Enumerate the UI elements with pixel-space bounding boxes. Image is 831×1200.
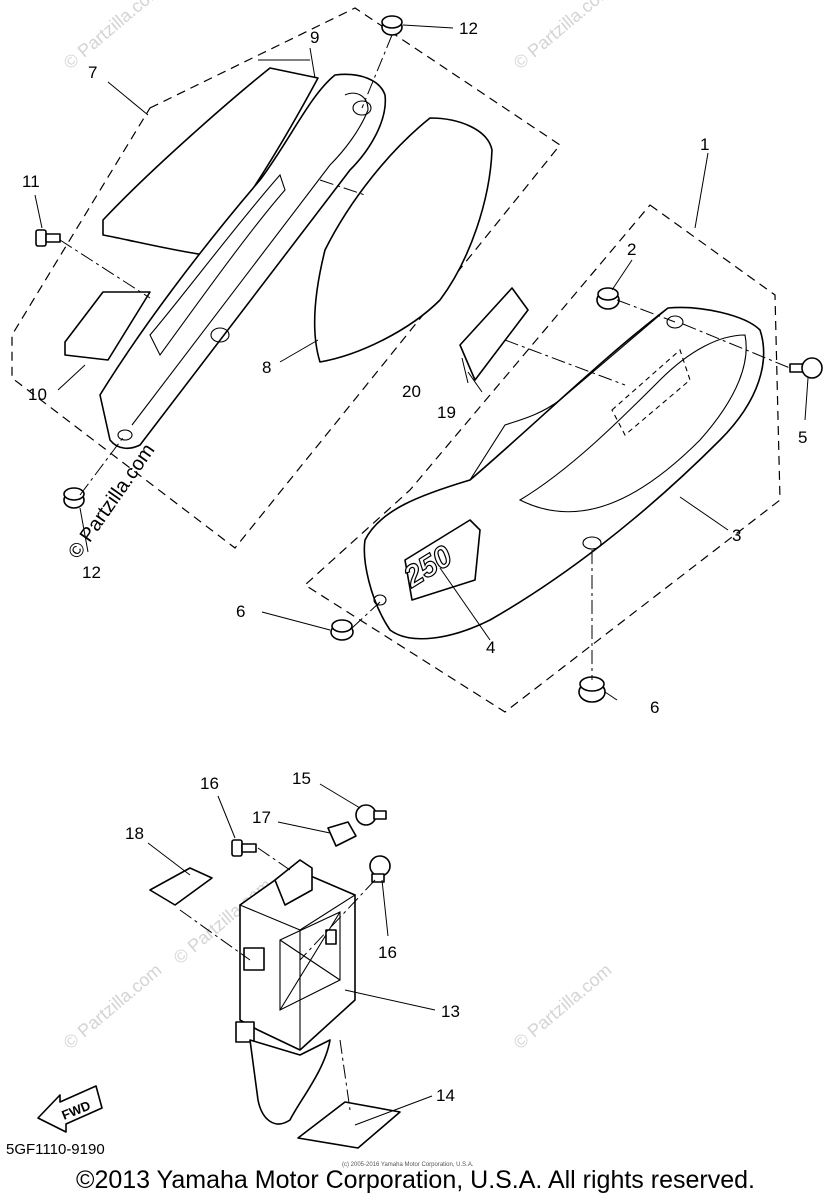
right-cover-assembly: 250	[304, 204, 823, 713]
callout-12-top: 12	[459, 19, 478, 38]
callout-15: 15	[292, 769, 311, 788]
grommet-12-top	[381, 15, 403, 36]
left-assembly-boundary	[11, 7, 561, 549]
bolt-5	[789, 357, 823, 379]
left-cover-assembly	[11, 7, 561, 549]
callout-7: 7	[88, 63, 97, 82]
forward-arrow: FWD	[37, 1085, 103, 1133]
decal-18	[149, 867, 213, 906]
callout-14: 14	[436, 1086, 455, 1105]
side-panel-8	[313, 117, 493, 363]
callout-6-left: 6	[236, 602, 245, 621]
decal-19-dashed	[611, 349, 691, 436]
callout-12-bottom: 12	[82, 563, 101, 582]
callout-numbers: 1 2 3 4 5 6 6 7 8 9 10 11 12 12 13 14 15…	[22, 19, 807, 1105]
decal-10	[64, 291, 151, 361]
bolt-15	[355, 804, 387, 826]
decal-20	[459, 287, 529, 381]
grommet-2	[596, 287, 620, 310]
bolt-16-left	[231, 839, 257, 857]
callout-8: 8	[262, 358, 271, 377]
decal-9	[102, 67, 319, 256]
callout-10: 10	[28, 385, 47, 404]
decal-14	[297, 1101, 401, 1149]
grommet-6-bottom	[578, 676, 606, 703]
callout-4: 4	[486, 638, 495, 657]
bracket-13	[235, 859, 357, 1051]
grommet-6-left	[330, 619, 354, 641]
diagram-code: 5GF1110-9190	[6, 1141, 105, 1158]
callout-11: 11	[22, 172, 40, 191]
clip-17	[327, 821, 357, 847]
copyright: ©2013 Yamaha Motor Corporation, U.S.A. A…	[76, 1166, 755, 1194]
callout-6-bottom: 6	[650, 698, 659, 717]
callout-13: 13	[441, 1002, 460, 1021]
watermark-top-right: © Partzilla.com	[510, 0, 616, 73]
watermark-low-left: © Partzilla.com	[60, 960, 166, 1053]
watermark-top-left: © Partzilla.com	[60, 0, 166, 73]
watermark-low-right: © Partzilla.com	[510, 960, 616, 1053]
lower-guard	[249, 1039, 331, 1125]
callout-3: 3	[732, 526, 741, 545]
callout-16-left: 16	[200, 774, 219, 793]
callout-19: 19	[437, 403, 456, 422]
copyright-small: (c) 2005-2016 Yamaha Motor Corporation, …	[342, 1162, 474, 1168]
right-assembly-boundary	[304, 204, 781, 713]
callout-1: 1	[700, 135, 709, 154]
left-side-cover	[99, 73, 387, 450]
grommet-12-bottom	[63, 487, 85, 509]
callout-leaders	[34, 24, 809, 1126]
callout-16-right: 16	[378, 943, 397, 962]
bracket-assembly	[149, 804, 401, 1149]
callout-18: 18	[125, 824, 144, 843]
callout-9: 9	[310, 28, 319, 47]
bolt-16-right	[369, 855, 391, 883]
callout-5: 5	[798, 428, 807, 447]
bolt-11	[35, 229, 61, 247]
callout-20: 20	[402, 382, 421, 401]
callout-2: 2	[627, 240, 636, 259]
callout-17: 17	[252, 808, 271, 827]
